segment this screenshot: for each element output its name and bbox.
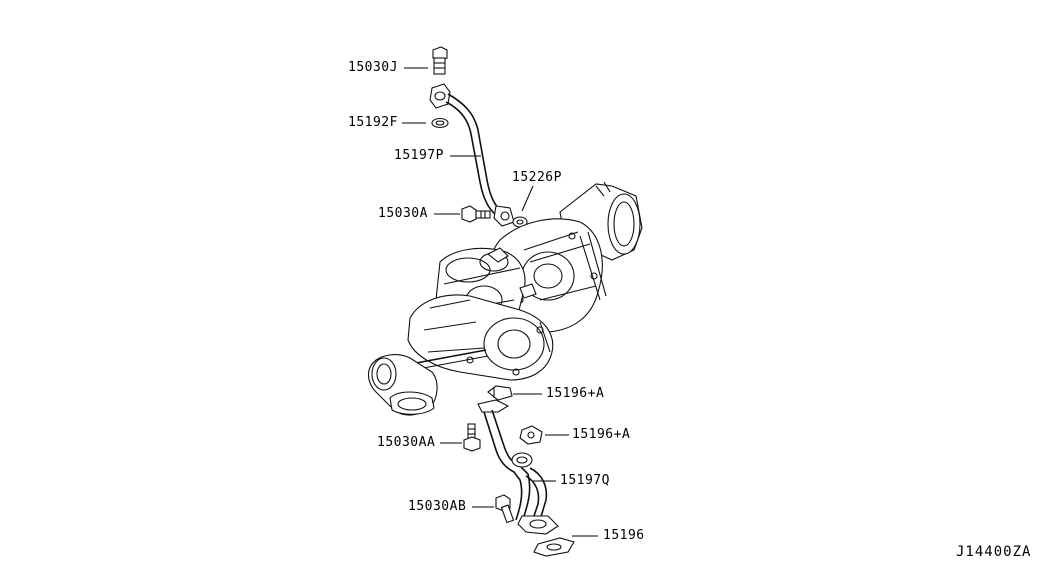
part-label-15030a: 15030A: [378, 206, 428, 221]
oil-fitting-15196a-upper: [487, 385, 513, 401]
oil-return-tube-15197q: [477, 399, 559, 535]
bolt-15030a: [461, 205, 491, 223]
bolt-15030ab: [495, 494, 515, 524]
part-label-15226p: 15226P: [512, 170, 562, 185]
part-label-15192f: 15192F: [348, 115, 398, 130]
oil-feed-tube-15197p: [429, 83, 515, 227]
part-label-15197p: 15197P: [394, 148, 444, 163]
washer-15192f: [431, 117, 449, 129]
part-label-15196a-2: 15196+A: [572, 427, 631, 442]
part-label-15197q: 15197Q: [560, 473, 610, 488]
oil-fitting-15196a-lower: [519, 425, 543, 445]
gasket-15196: [533, 537, 575, 557]
diagram-id: J14400ZA: [956, 544, 1032, 560]
leader-lines: [402, 67, 598, 537]
turbocharger-assembly: [367, 181, 643, 416]
part-label-15196a-1: 15196+A: [546, 386, 605, 401]
part-label-15030aa: 15030AA: [377, 435, 436, 450]
part-label-15196: 15196: [603, 528, 645, 543]
banjo-bolt-15030j: [432, 46, 448, 75]
part-label-15030ab: 15030AB: [408, 499, 467, 514]
bolt-15030aa: [463, 423, 481, 452]
part-label-15030j: 15030J: [348, 60, 398, 75]
